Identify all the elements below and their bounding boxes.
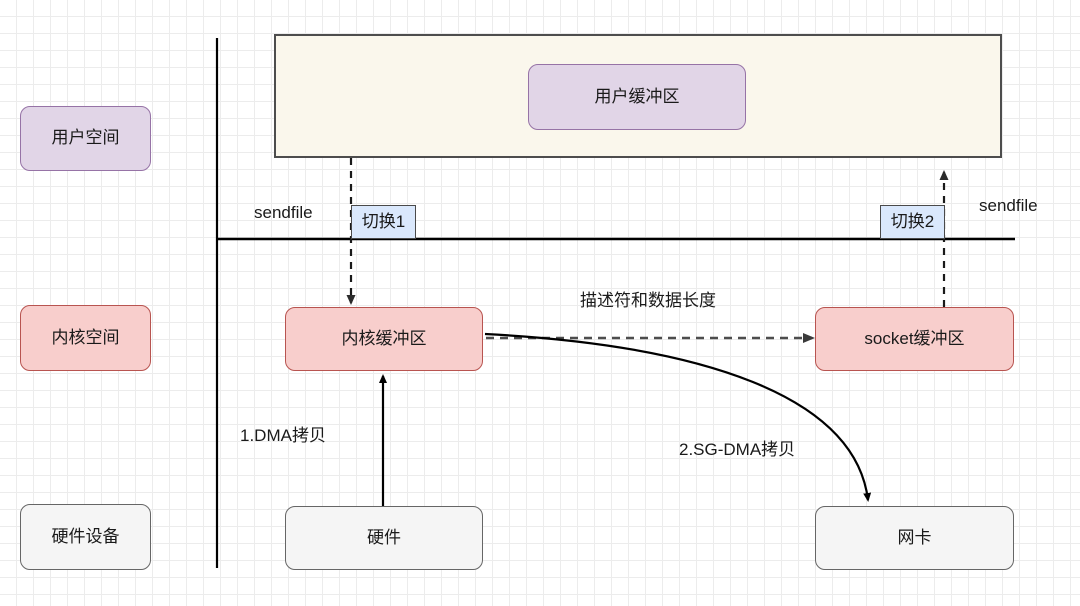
label-sendfile-right: sendfile: [979, 196, 1038, 215]
label-dma-copy: 1.DMA拷贝: [240, 426, 326, 445]
node-hardware-label: 硬件: [367, 527, 401, 547]
node-socket-buffer-label: socket缓冲区: [864, 328, 965, 348]
node-socket-buffer[interactable]: socket缓冲区: [815, 307, 1014, 371]
arrow-sg-dma-copy: [484, 332, 872, 502]
switch-2-box[interactable]: 切换2: [880, 205, 945, 239]
legend-hardware-device-label: 硬件设备: [51, 526, 120, 546]
label-sg-dma-copy: 2.SG-DMA拷贝: [679, 440, 796, 459]
legend-kernel-space: 内核空间: [20, 305, 151, 371]
node-user-buffer[interactable]: 用户缓冲区: [528, 64, 746, 130]
node-kernel-buffer[interactable]: 内核缓冲区: [285, 307, 483, 371]
legend-hardware-device: 硬件设备: [20, 504, 151, 570]
node-hardware[interactable]: 硬件: [285, 506, 483, 570]
legend-user-space-label: 用户空间: [51, 128, 120, 148]
node-network-card[interactable]: 网卡: [815, 506, 1014, 570]
node-user-buffer-label: 用户缓冲区: [594, 86, 680, 106]
legend-user-space: 用户空间: [20, 106, 151, 171]
switch-2-label: 切换2: [890, 211, 935, 231]
switch-1-label: 切换1: [361, 211, 406, 231]
node-kernel-buffer-label: 内核缓冲区: [341, 328, 427, 348]
label-sendfile-left: sendfile: [254, 203, 313, 222]
switch-1-box[interactable]: 切换1: [351, 205, 416, 239]
node-network-card-label: 网卡: [897, 527, 932, 547]
label-descriptor-and-length: 描述符和数据长度: [580, 291, 716, 310]
legend-kernel-space-label: 内核空间: [51, 327, 120, 347]
